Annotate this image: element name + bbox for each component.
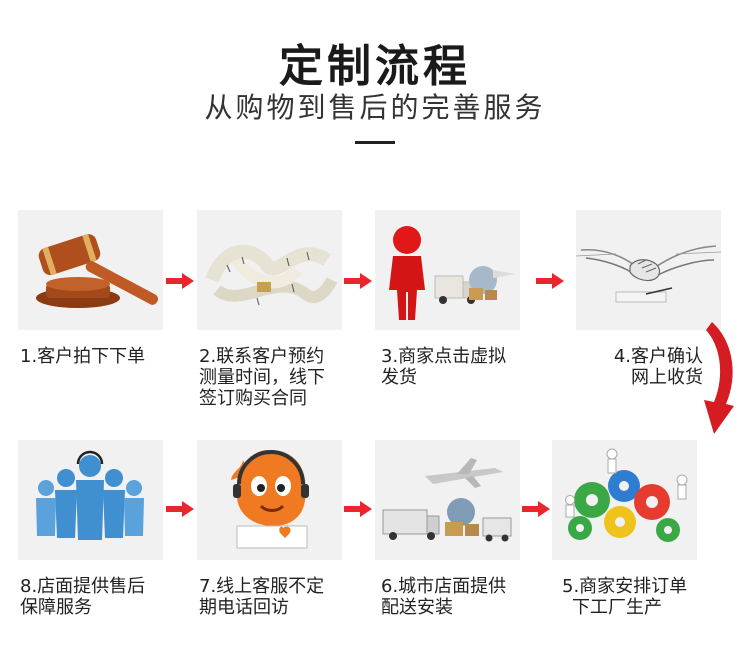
curved-arrow-icon: [704, 322, 734, 434]
right-arrow-icon: [344, 273, 372, 289]
step-4-image: [576, 210, 721, 330]
step-3-caption: 3.商家点击虚拟 发货: [381, 346, 541, 388]
step-4-line-2: 网上收货: [631, 367, 703, 388]
arrow-3-4: [536, 273, 564, 289]
delivery-figure-icon: [389, 226, 515, 320]
step-5-line-2: 下工厂生产: [572, 597, 662, 618]
step-8-line-1: 8.店面提供售后: [20, 576, 146, 597]
step-2-line-3: 签订购买合同: [199, 388, 307, 409]
step-4-line-1: 4.客户确认: [613, 346, 703, 367]
step-3-line-1: 3.商家点击虚拟: [381, 346, 507, 367]
gavel-icon: [36, 233, 159, 308]
customer-service-icon: [231, 450, 309, 549]
curved-down-arrow: [690, 318, 746, 438]
step-6-line-1: 6.城市店面提供: [381, 576, 507, 597]
arrow-7-8: [166, 501, 194, 517]
page-title: 定制流程: [279, 41, 471, 92]
step-7-line-2: 期电话回访: [199, 597, 289, 618]
right-arrow-icon: [166, 273, 194, 289]
arrow-5-6: [522, 501, 550, 517]
step-4-caption: 4.客户确认 网上收货: [560, 346, 703, 388]
step-6-caption: 6.城市店面提供 配送安装: [381, 576, 541, 618]
right-arrow-icon: [166, 501, 194, 517]
right-arrow-icon: [522, 501, 550, 517]
arrow-2-3: [344, 273, 372, 289]
step-2-caption: 2.联系客户预约 测量时间，线下 签订购买合同: [199, 346, 364, 409]
step-5-caption: 5.商家安排订单 下工厂生产: [562, 576, 732, 618]
step-3-line-2: 发货: [381, 367, 417, 388]
step-1-image: [18, 210, 163, 330]
page-subtitle: 从购物到售后的完善服务: [204, 91, 546, 124]
step-8-caption: 8.店面提供售后 保障服务: [20, 576, 180, 618]
logistics-icon: [382, 458, 512, 542]
step-2-line-1: 2.联系客户预约: [199, 346, 325, 367]
handshake-icon: [576, 245, 721, 303]
step-6-image: [375, 440, 520, 560]
support-team-icon: [36, 450, 144, 540]
right-arrow-icon: [344, 501, 372, 517]
title-divider: [355, 141, 395, 144]
step-7-caption: 7.线上客服不定 期电话回访: [199, 576, 364, 618]
step-1-line-1: 1.客户拍下下单: [20, 346, 146, 367]
step-5-line-1: 5.商家安排订单: [562, 576, 688, 597]
arrow-1-2: [166, 273, 194, 289]
arrow-6-7: [344, 501, 372, 517]
step-7-image: [197, 440, 342, 560]
tape-measure-icon: [205, 244, 338, 306]
step-2-image: [197, 210, 342, 330]
step-1-caption: 1.客户拍下下单: [20, 346, 180, 367]
step-7-line-1: 7.线上客服不定: [199, 576, 325, 597]
step-6-line-2: 配送安装: [381, 597, 453, 618]
gears-workers-icon: [565, 448, 688, 542]
step-3-image: [375, 210, 520, 330]
step-8-image: [18, 440, 163, 560]
right-arrow-icon: [536, 273, 564, 289]
step-2-line-2: 测量时间，线下: [199, 367, 325, 388]
step-5-image: [552, 440, 697, 560]
step-8-line-2: 保障服务: [20, 597, 92, 618]
